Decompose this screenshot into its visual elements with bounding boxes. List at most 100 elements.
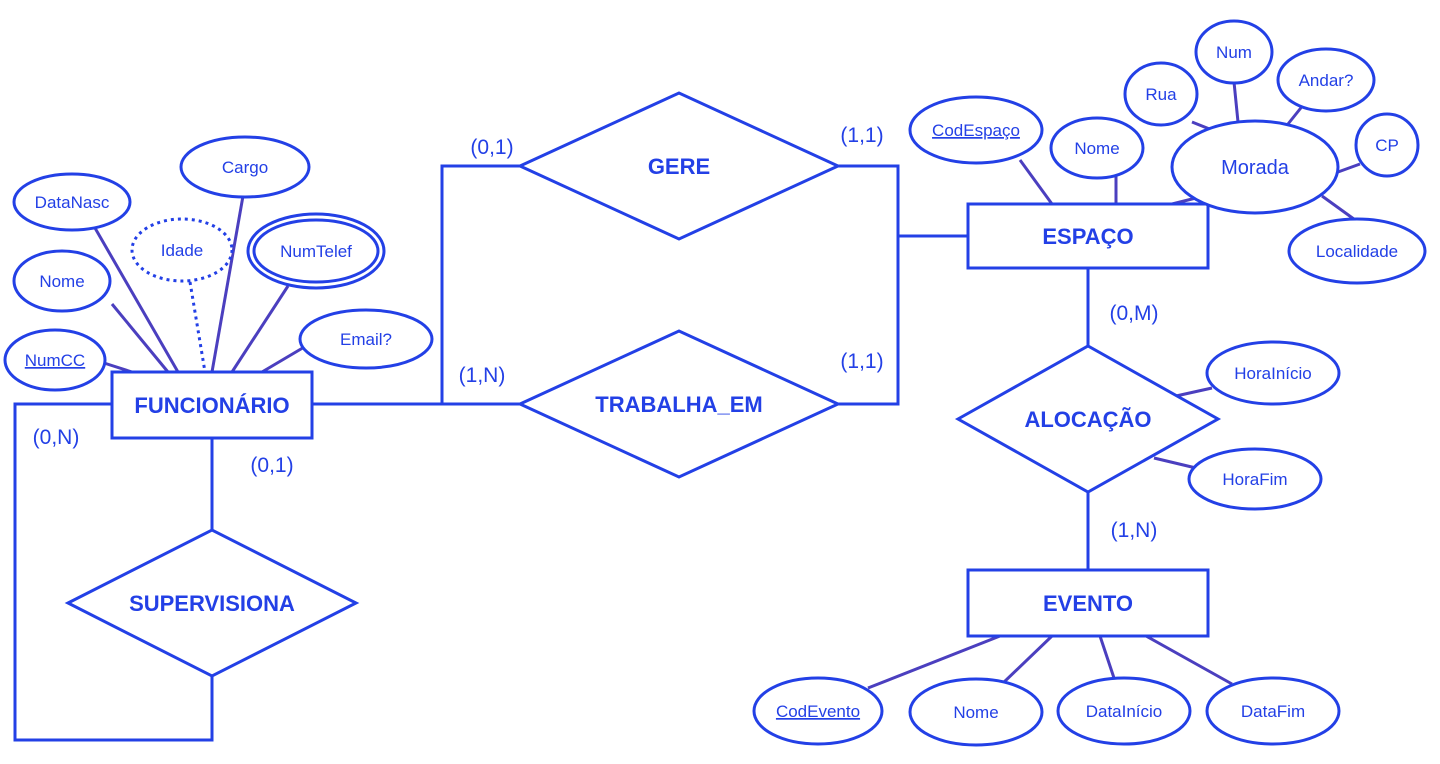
attribute-numcc-key[interactable]: NumCC (3, 328, 107, 392)
attribute-cp-label: CP (1375, 136, 1399, 155)
entity-funcionario-box (110, 370, 314, 440)
relationship-trabalha-em-label: TRABALHA_EM (595, 392, 762, 417)
attribute-cargo-label: Cargo (222, 158, 268, 177)
attribute-datanasc-label: DataNasc (35, 193, 110, 212)
relationship-trabalha-em[interactable]: TRABALHA_EM (516, 329, 842, 479)
attribute-numcc-ellipse (3, 328, 107, 392)
cardinality-supervisiona-left: (0,N) (33, 426, 80, 449)
attribute-datainicio-ellipse (1056, 676, 1192, 746)
entity-funcionario-label: FUNCIONÁRIO (134, 393, 289, 418)
attribute-morada-ellipse (1170, 119, 1340, 215)
attribute-codevento-key[interactable]: CodEvento (752, 676, 884, 746)
attribute-evento-nome-label: Nome (953, 703, 998, 722)
relationship-supervisiona-label: SUPERVISIONA (129, 591, 295, 616)
attribute-idade-label: Idade (161, 241, 204, 260)
attribute-rua[interactable]: Rua (1123, 61, 1199, 127)
attribute-codevento-label: CodEvento (776, 702, 860, 721)
attribute-datainicio[interactable]: DataInício (1056, 676, 1192, 746)
attribute-espaco-nome[interactable]: Nome (1049, 116, 1145, 180)
relationship-gere[interactable]: GERE (516, 91, 842, 241)
attribute-datanasc-ellipse (12, 172, 132, 232)
attribute-localidade[interactable]: Localidade (1287, 217, 1427, 285)
line-attr-cp (1337, 162, 1361, 174)
attribute-nome[interactable]: Nome (12, 249, 112, 313)
attribute-horainicio[interactable]: HoraInício (1205, 340, 1341, 406)
entity-evento-label: EVENTO (1043, 591, 1133, 616)
attribute-idade-derived[interactable]: Idade (130, 217, 234, 283)
line-attr-evento-nome (1000, 634, 1054, 686)
attribute-rua-ellipse (1123, 61, 1199, 127)
cardinality-supervisiona-right: (0,1) (250, 454, 293, 477)
line-attr-numtelef (230, 285, 290, 373)
entity-evento-box (966, 568, 1210, 638)
attribute-localidade-ellipse (1287, 217, 1427, 285)
entity-funcionario[interactable]: FUNCIONÁRIO (110, 370, 314, 440)
attribute-datafim-label: DataFim (1241, 702, 1305, 721)
cardinality-gere-espaco: (1,1) (840, 124, 883, 147)
attribute-andar-ellipse (1276, 47, 1376, 113)
line-attr-email (261, 344, 307, 374)
entity-evento[interactable]: EVENTO (966, 568, 1210, 638)
line-attr-num (1232, 81, 1240, 123)
attribute-datafim-ellipse (1205, 676, 1341, 746)
cardinality-trabalha-funcionario: (1,N) (459, 364, 506, 387)
relationship-alocacao[interactable]: ALOCAÇÃO (954, 344, 1222, 494)
line-attr-horafim (1153, 456, 1197, 470)
attribute-email-optional[interactable]: Email? (298, 308, 434, 370)
attribute-cp[interactable]: CP (1354, 112, 1420, 178)
line-gere-espaco (838, 164, 900, 406)
line-attr-datainicio (1098, 635, 1116, 679)
connection-lines (13, 81, 1361, 742)
attribute-cargo[interactable]: Cargo (179, 135, 311, 199)
attribute-nome-ellipse (12, 249, 112, 313)
attribute-datafim[interactable]: DataFim (1205, 676, 1341, 746)
relationship-gere-label: GERE (648, 154, 710, 179)
line-bus-gere (440, 164, 520, 404)
attribute-espaco-nome-ellipse (1049, 116, 1145, 180)
attribute-email-ellipse (298, 308, 434, 370)
entity-espaco[interactable]: ESPAÇO (966, 202, 1210, 270)
attribute-numtelef-inner-ellipse (252, 218, 380, 284)
attribute-horainicio-ellipse (1205, 340, 1341, 406)
attribute-datanasc[interactable]: DataNasc (12, 172, 132, 232)
attribute-numcc-label: NumCC (25, 351, 85, 370)
attribute-andar-optional[interactable]: Andar? (1276, 47, 1376, 113)
attribute-email-label: Email? (340, 330, 392, 349)
line-attr-datafim (1145, 634, 1233, 686)
attribute-num[interactable]: Num (1194, 19, 1274, 85)
attribute-horafim[interactable]: HoraFim (1187, 447, 1323, 511)
cardinality-gere-funcionario: (0,1) (470, 136, 513, 159)
line-attr-idade (188, 281, 207, 373)
attribute-horainicio-label: HoraInício (1234, 364, 1311, 383)
entity-espaco-label: ESPAÇO (1042, 224, 1133, 249)
attribute-codevento-ellipse (752, 676, 884, 746)
attribute-rua-label: Rua (1145, 85, 1177, 104)
attribute-nome-label: Nome (39, 272, 84, 291)
relationship-supervisiona-diamond (64, 528, 360, 678)
attribute-evento-nome-ellipse (908, 677, 1044, 747)
line-attr-datanasc (93, 227, 180, 373)
relationship-supervisiona[interactable]: SUPERVISIONA (64, 528, 360, 678)
line-attr-nome (110, 303, 170, 373)
line-attr-codevento (867, 634, 1001, 690)
attribute-numtelef-label: NumTelef (280, 242, 352, 261)
attribute-codespaco-key[interactable]: CodEspaço (908, 95, 1044, 165)
attribute-espaco-nome-label: Nome (1074, 139, 1119, 158)
cardinality-trabalha-espaco: (1,1) (840, 350, 883, 373)
line-attr-horainicio (1175, 386, 1213, 398)
attribute-idade-ellipse (130, 217, 234, 283)
attribute-evento-nome[interactable]: Nome (908, 677, 1044, 747)
attribute-horafim-ellipse (1187, 447, 1323, 511)
attribute-horafim-label: HoraFim (1222, 470, 1287, 489)
attribute-codespaco-label: CodEspaço (932, 121, 1020, 140)
attribute-cargo-ellipse (179, 135, 311, 199)
line-funcionario-supervisiona-left (13, 402, 214, 742)
relationship-alocacao-label: ALOCAÇÃO (1024, 407, 1151, 432)
relationship-alocacao-diamond (954, 344, 1222, 494)
attribute-numtelef-multivalued[interactable]: NumTelef (246, 212, 386, 290)
relationship-trabalha-em-diamond (516, 329, 842, 479)
attribute-num-ellipse (1194, 19, 1274, 85)
attribute-morada-composite[interactable]: Morada (1170, 119, 1340, 215)
attribute-andar-label: Andar? (1299, 71, 1354, 90)
